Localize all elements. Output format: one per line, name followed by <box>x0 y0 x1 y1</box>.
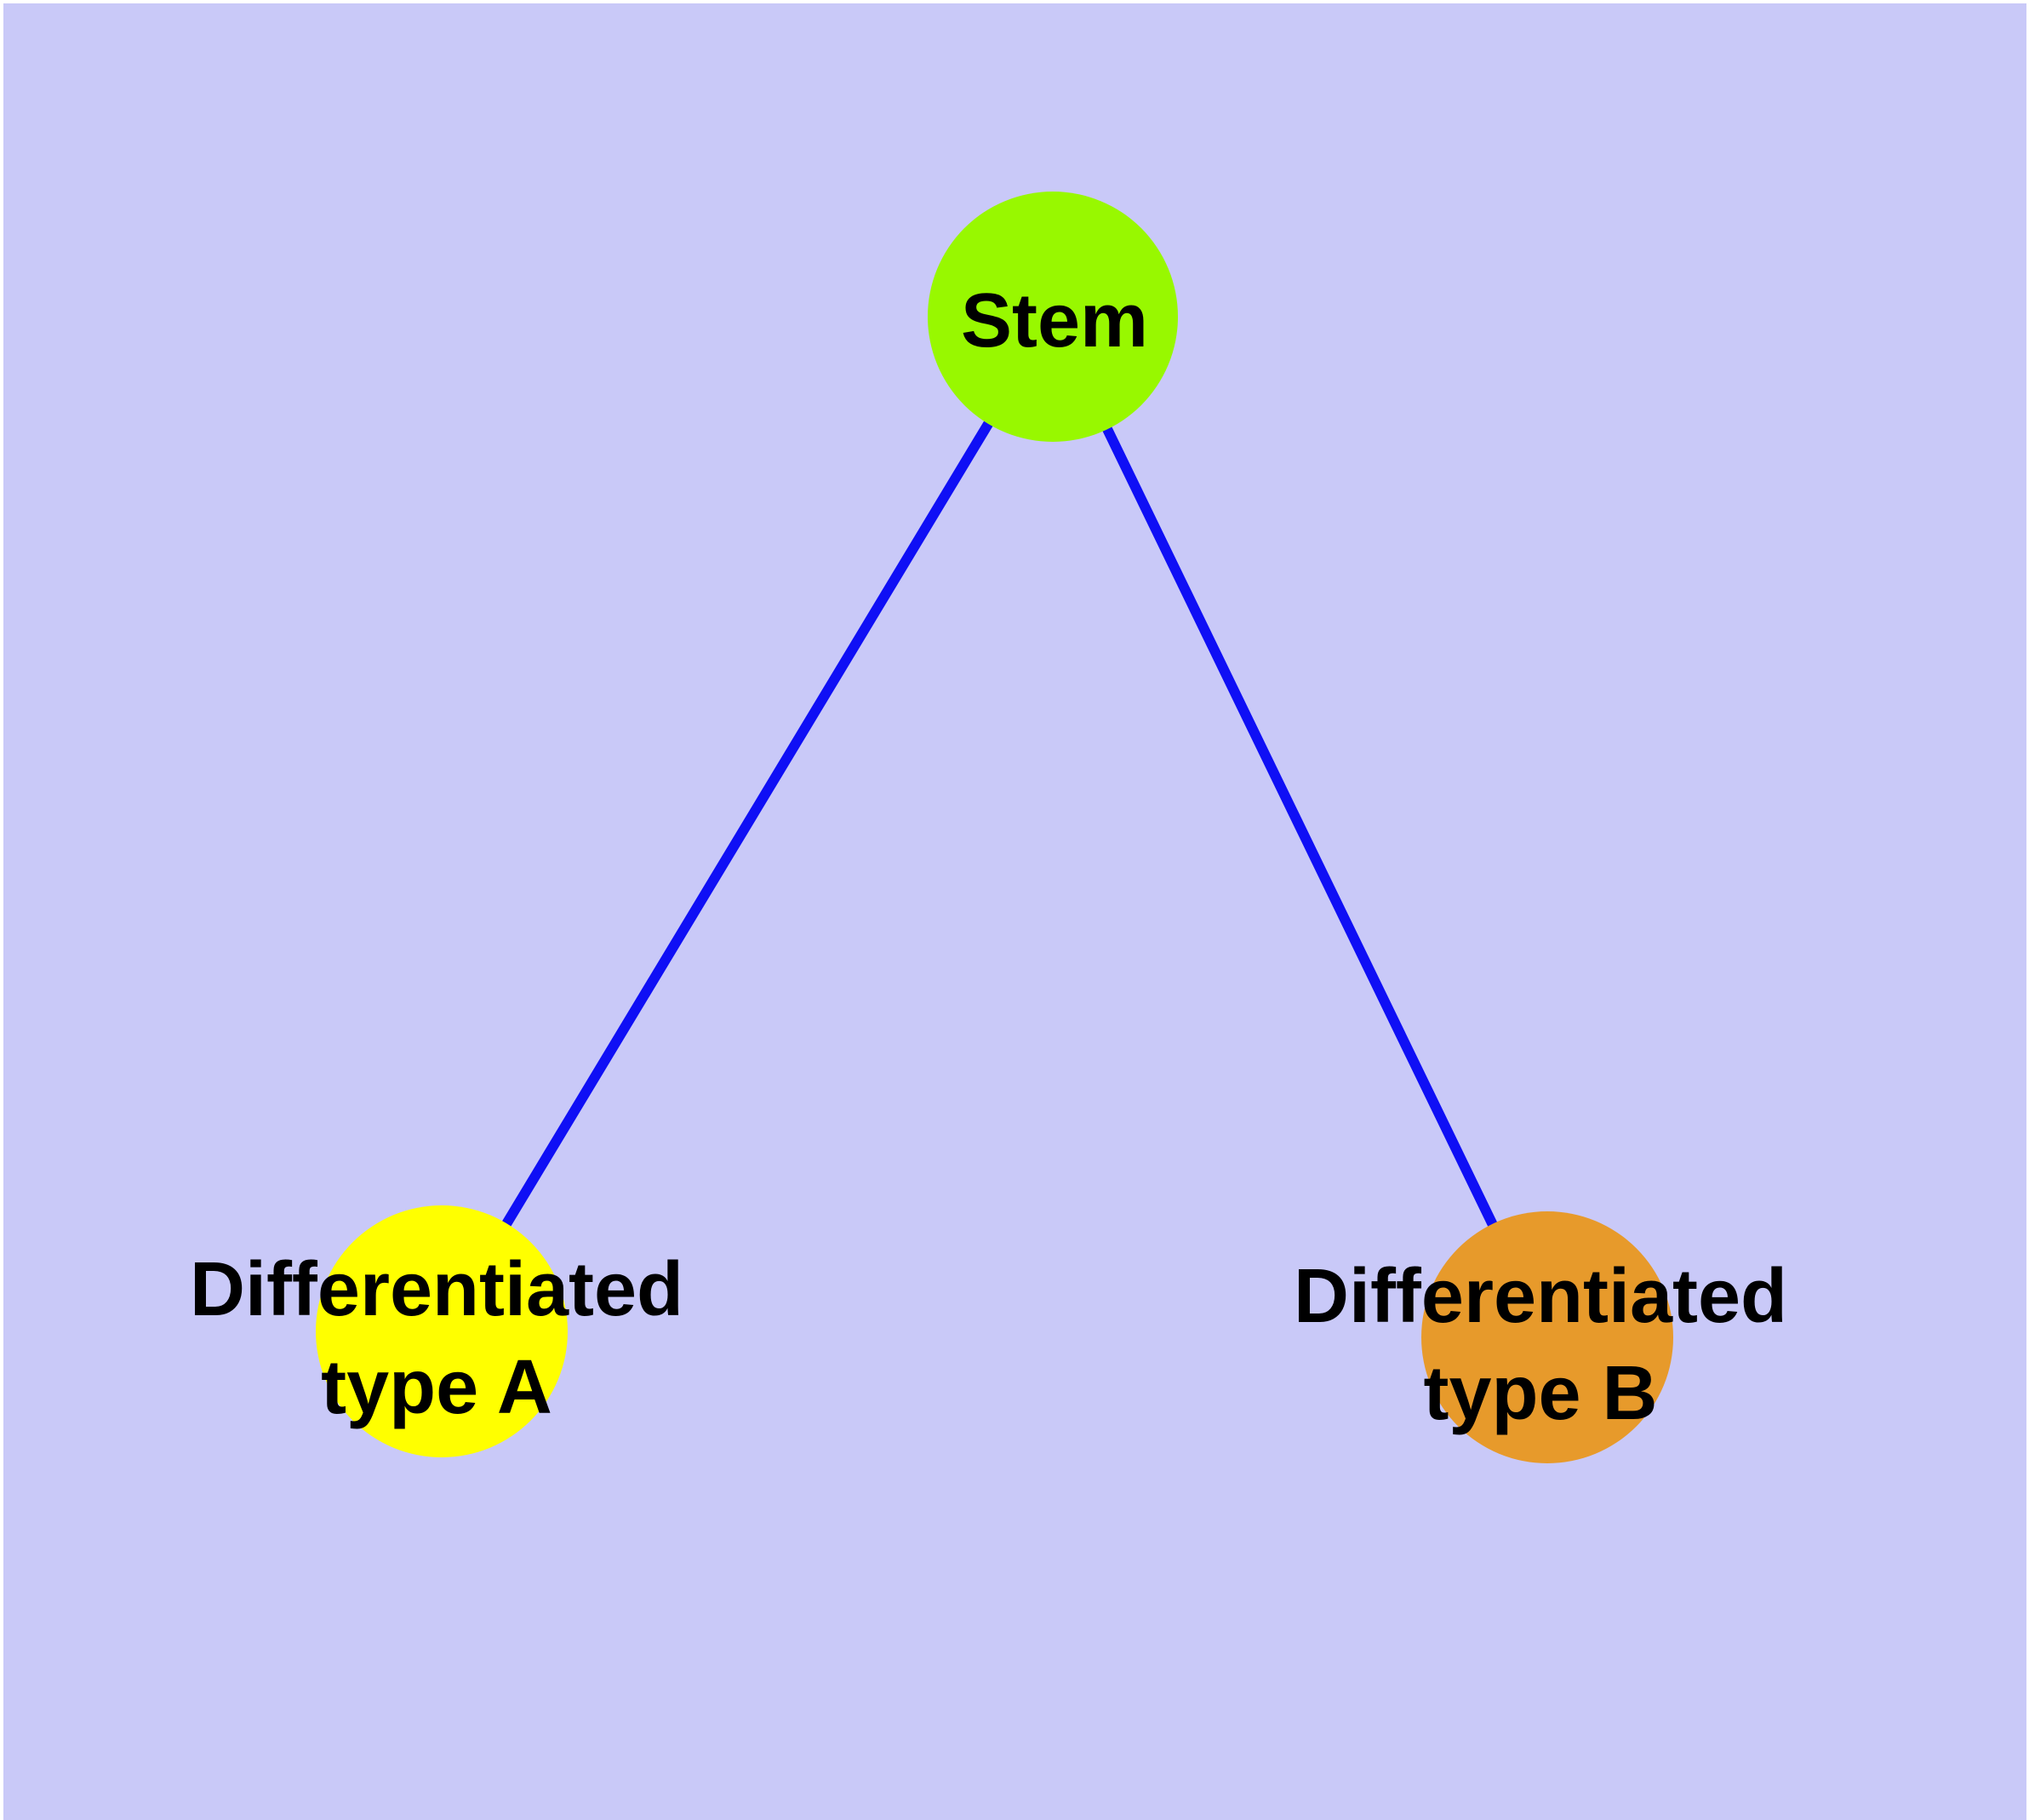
node-type-b-circle <box>1421 1211 1673 1463</box>
node-type-a-label-line1: Differentiated <box>190 1247 683 1332</box>
node-stem-label: Stem <box>961 278 1148 363</box>
node-type-b-label-line2: type B <box>1423 1351 1657 1436</box>
edge-stem-to-type-a <box>437 313 1058 1335</box>
node-stem-circle <box>928 192 1178 442</box>
node-type-a-label-line2: type A <box>321 1345 552 1430</box>
node-type-a-circle <box>316 1205 568 1457</box>
node-type-b-label-line1: Differentiated <box>1294 1254 1787 1339</box>
edge-stem-to-type-b <box>1048 314 1552 1340</box>
